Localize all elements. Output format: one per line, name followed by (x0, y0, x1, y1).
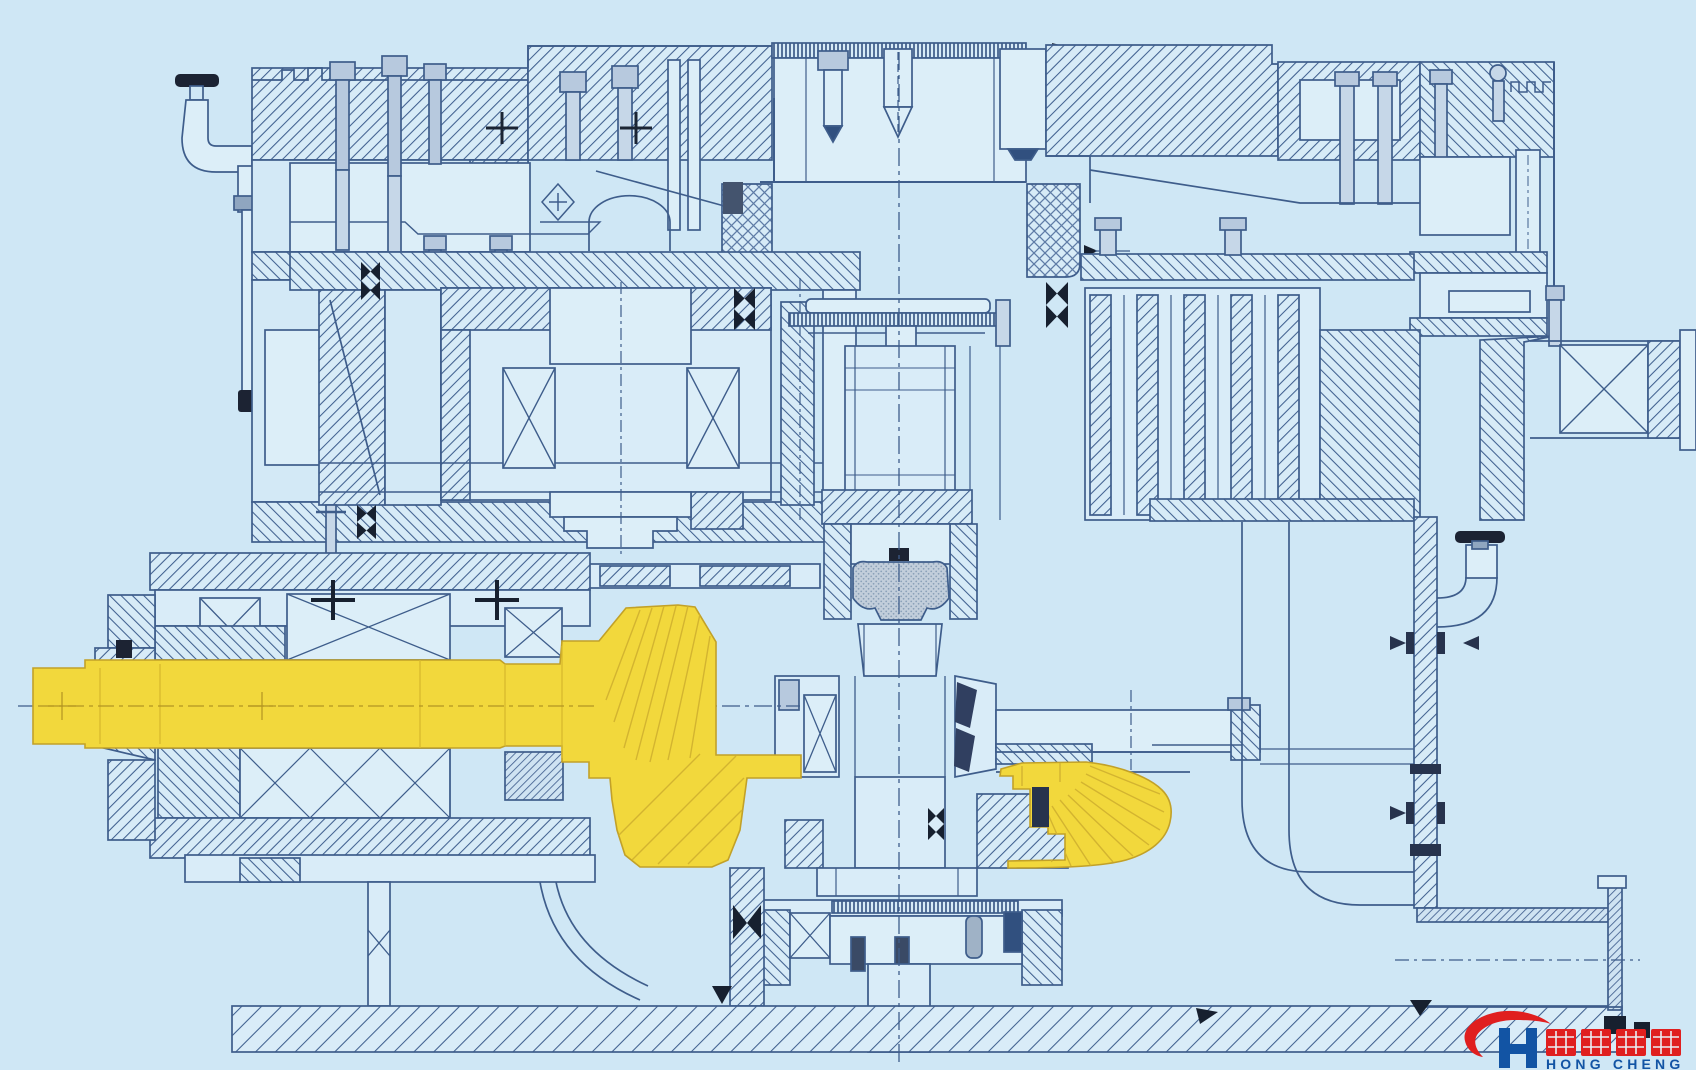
svg-text:HONG CHENG: HONG CHENG (1546, 1056, 1684, 1070)
